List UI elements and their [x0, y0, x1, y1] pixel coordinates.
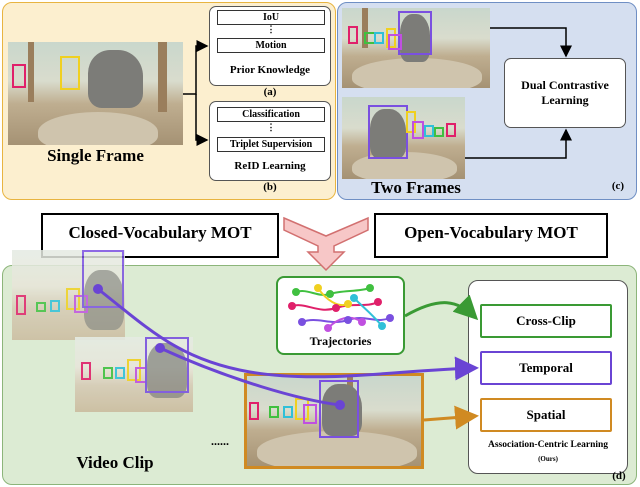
- prior-iou: IoU: [217, 10, 325, 25]
- single-frame-photo: [8, 42, 183, 145]
- reid-classification: Classification: [217, 107, 325, 122]
- frame-two-photo: [342, 97, 465, 179]
- video-clip-caption: Video Clip: [76, 453, 154, 472]
- tag-c: (c): [611, 180, 625, 192]
- reid-learning-title: ReID Learning: [234, 160, 306, 172]
- tag-b: (b): [263, 181, 277, 193]
- dual-contrastive-box: [504, 58, 626, 128]
- reid-triplet: Triplet Supervision: [217, 137, 325, 152]
- reid-dots: ⋮: [266, 122, 276, 132]
- temporal-box: Temporal: [480, 351, 612, 385]
- prior-knowledge-title: Prior Knowledge: [229, 64, 311, 76]
- single-frame-caption: Single Frame: [47, 146, 144, 165]
- ours-label: (Ours): [538, 455, 558, 463]
- closed-vocab-label: Closed-Vocabulary MOT: [68, 223, 252, 242]
- open-vocab-box: [374, 213, 608, 258]
- tag-d: (d): [612, 470, 626, 482]
- spatial-box: Spatial: [480, 398, 612, 432]
- association-centric-title: Association-Centric Learning: [487, 440, 609, 450]
- cross-clip-box: Cross-Clip: [480, 304, 612, 338]
- clip-frame-2: [75, 337, 193, 412]
- prior-motion: Motion: [217, 38, 325, 53]
- frame-one-photo: [342, 8, 490, 88]
- dual-contrastive-label: Dual Contrastive Learning: [521, 78, 609, 107]
- open-vocab-label: Open-Vocabulary MOT: [404, 223, 578, 242]
- trajectories-label: Trajectories: [309, 334, 372, 348]
- two-frames-caption: Two Frames: [371, 178, 461, 197]
- prior-dots: ⋮: [266, 24, 276, 34]
- clip-ellipsis: ......: [211, 434, 229, 448]
- tag-a: (a): [263, 86, 277, 98]
- trajectories-graph: [288, 284, 394, 332]
